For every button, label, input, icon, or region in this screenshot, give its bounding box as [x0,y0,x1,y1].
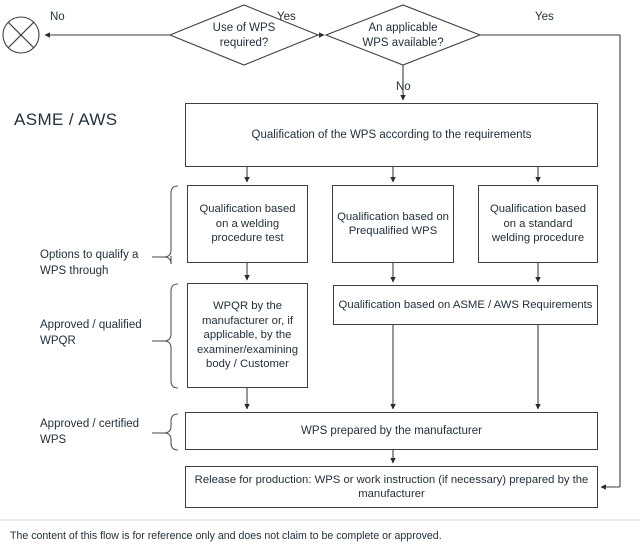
box-wps-prepared[interactable]: WPS prepared by the manufacturer [185,412,598,450]
edge-label-yes-d2-release: Yes [535,11,554,23]
box-wpqr[interactable]: WPQR by the manufacturer or, if applicab… [187,283,308,388]
side-label-wps-line1: Approved / certified [40,418,140,430]
side-label-wps: Approved / certified WPS [40,417,158,448]
box-option-welding-test[interactable]: Qualification based on a welding procedu… [187,185,308,263]
box-wpqr-text: WPQR by the manufacturer or, if applicab… [196,300,299,371]
box-wps-prepared-text: WPS prepared by the manufacturer [301,424,482,437]
bracket-wpqr [163,283,179,389]
decision-wps-available-label[interactable]: An applicable WPS available? [341,21,465,50]
decision-use-of-wps-line1: Use of WPS [212,22,276,34]
side-label-wps-line2: WPS [40,433,67,446]
bracket-options [163,185,179,265]
side-label-wpqr-line1: Approved / qualified [40,319,142,331]
box-option-prequalified-text: Qualification based on Prequalified WPS [337,210,449,237]
box-asme-aws-requirements-text: Qualification based on ASME / AWS Requir… [338,298,593,311]
side-label-options-line1: Options to qualify a [40,249,139,261]
box-asme-aws-requirements[interactable]: Qualification based on ASME / AWS Requir… [333,285,598,325]
box-release-production-text: Release for production: WPS or work inst… [194,473,589,500]
side-label-options: Options to qualify a WPS through [40,248,152,279]
bracket-wps [163,413,179,451]
box-option-standard[interactable]: Qualification based on a standard weldin… [478,185,598,263]
box-option-prequalified[interactable]: Qualification based on Prequalified WPS [332,185,454,263]
edge-label-yes-d1-d2: Yes [277,11,296,23]
edge-label-no-stop: No [50,11,65,23]
stop-terminator-x2 [7,21,35,49]
diagram-title: ASME / AWS [14,110,118,129]
box-qualification-requirements-text: Qualification of the WPS according to th… [251,128,532,141]
side-label-wpqr-line2: WPQR [40,334,76,347]
decision-wps-available-line1: An applicable [368,22,438,34]
decision-use-of-wps-line2: required? [219,36,269,49]
stop-terminator-x1 [7,21,35,49]
stop-terminator-circle [2,16,40,54]
side-label-wpqr: Approved / qualified WPQR [40,318,158,349]
box-release-production[interactable]: Release for production: WPS or work inst… [185,466,598,508]
decision-wps-available-shape [324,4,482,66]
box-option-welding-test-text: Qualification based on a welding procedu… [199,203,296,245]
side-label-options-line2: WPS through [40,264,109,277]
edge-label-no-d2-qualification: No [396,81,411,93]
decision-use-of-wps-label[interactable]: Use of WPS required? [186,21,302,50]
box-option-standard-text: Qualification based on a standard weldin… [489,203,587,245]
footer-note: The content of this flow is for referenc… [10,530,442,542]
decision-wps-available-line2: WPS available? [362,36,444,49]
box-qualification-requirements[interactable]: Qualification of the WPS according to th… [185,103,598,167]
